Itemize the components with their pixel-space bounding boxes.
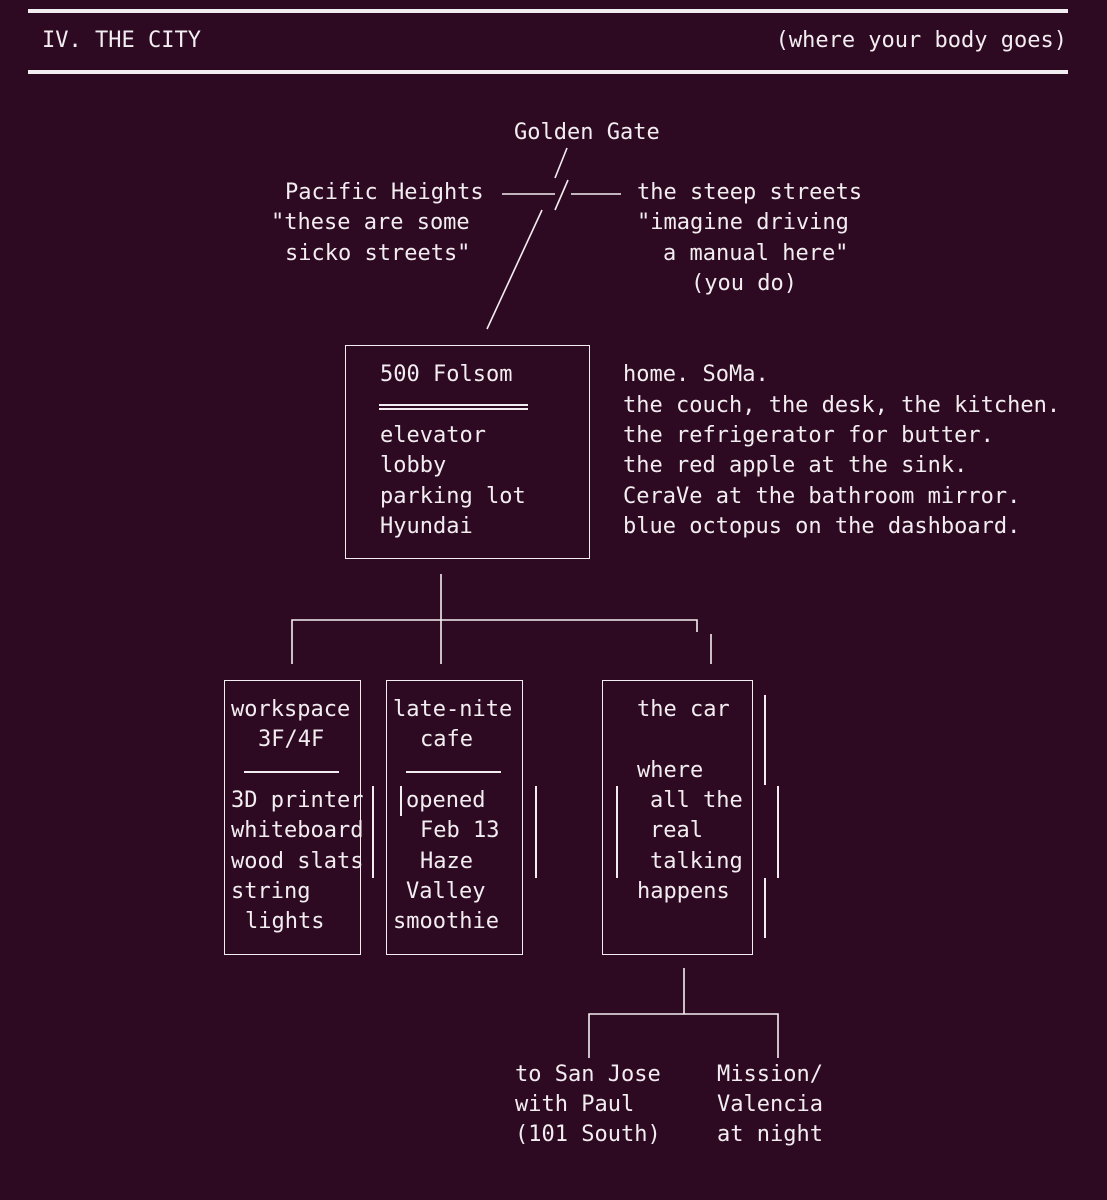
workspace-item: lights bbox=[245, 909, 325, 934]
pacific-heights-quote-1: "these are some bbox=[271, 210, 470, 235]
home-title: 500 Folsom bbox=[380, 362, 513, 387]
workspace-title: workspace bbox=[231, 697, 351, 722]
workspace-item: string bbox=[231, 879, 311, 904]
cafe-divider bbox=[406, 771, 501, 773]
home-divider-2 bbox=[379, 408, 528, 410]
san-jose-line: to San Jose bbox=[515, 1062, 661, 1087]
section-title: IV. THE CITY bbox=[42, 28, 201, 53]
crossing-slash bbox=[554, 179, 569, 211]
san-jose-line: with Paul bbox=[515, 1092, 635, 1117]
car-border-jog-lower bbox=[764, 878, 766, 938]
home-item: lobby bbox=[380, 453, 447, 478]
cafe-title: late-nite bbox=[393, 697, 513, 722]
home-note: the refrigerator for butter. bbox=[623, 423, 994, 448]
steep-streets-label: the steep streets bbox=[637, 180, 863, 205]
header-top-rule bbox=[28, 9, 1068, 13]
golden-gate-label: Golden Gate bbox=[514, 120, 660, 145]
car-border-jog-upper bbox=[764, 695, 766, 785]
car-box bbox=[602, 680, 753, 955]
car-line: happens bbox=[637, 879, 730, 904]
cafe-item: opened bbox=[406, 788, 486, 813]
workspace-item: whiteboard bbox=[231, 818, 364, 843]
header-bottom-rule bbox=[28, 70, 1068, 74]
home-note: CeraVe at the bathroom mirror. bbox=[623, 484, 1021, 509]
steep-streets-quote-3: (you do) bbox=[691, 271, 797, 296]
home-note: home. SoMa. bbox=[623, 362, 769, 387]
cafe-item: Valley bbox=[406, 879, 486, 904]
cafe-border-jog bbox=[535, 786, 537, 878]
home-note: the red apple at the sink. bbox=[623, 453, 968, 478]
car-branch-bar bbox=[588, 1013, 779, 1058]
cafe-item: Haze bbox=[420, 849, 473, 874]
car-border-jog-middle bbox=[777, 786, 779, 878]
mission-line: at night bbox=[717, 1122, 823, 1147]
home-divider-1 bbox=[379, 404, 528, 406]
home-item: parking lot bbox=[380, 484, 526, 509]
home-box bbox=[345, 345, 590, 559]
workspace-border-jog bbox=[372, 786, 374, 878]
workspace-box bbox=[224, 680, 361, 955]
steep-streets-quote-2: a manual here" bbox=[663, 241, 849, 266]
san-jose-line: (101 South) bbox=[515, 1122, 661, 1147]
home-item: elevator bbox=[380, 423, 486, 448]
car-line: all the bbox=[650, 788, 743, 813]
golden-gate-slash bbox=[554, 147, 568, 179]
cafe-item: smoothie bbox=[393, 909, 499, 934]
cafe-inner-tick bbox=[400, 786, 402, 816]
branch-bar bbox=[291, 619, 698, 664]
pacific-heights-quote-2: sicko streets" bbox=[285, 241, 471, 266]
car-line: talking bbox=[650, 849, 743, 874]
pacific-heights-label: Pacific Heights bbox=[285, 180, 484, 205]
car-title: the car bbox=[637, 697, 730, 722]
car-line: real bbox=[650, 818, 703, 843]
home-note: blue octopus on the dashboard. bbox=[623, 514, 1021, 539]
steep-streets-quote-1: "imagine driving bbox=[637, 210, 849, 235]
cafe-box bbox=[386, 680, 523, 955]
workspace-item: wood slats bbox=[231, 849, 364, 874]
home-item: Hyundai bbox=[380, 514, 473, 539]
diagonal-to-home bbox=[486, 209, 543, 330]
section-subtitle: (where your body goes) bbox=[775, 28, 1067, 53]
car-inner-jog bbox=[616, 786, 618, 878]
mission-line: Mission/ bbox=[717, 1062, 823, 1087]
workspace-divider bbox=[244, 771, 339, 773]
workspace-floor: 3F/4F bbox=[258, 727, 325, 752]
car-line: where bbox=[637, 758, 704, 783]
mission-line: Valencia bbox=[717, 1092, 823, 1117]
cafe-item: Feb 13 bbox=[420, 818, 500, 843]
cafe-title-2: cafe bbox=[420, 727, 473, 752]
home-note: the couch, the desk, the kitchen. bbox=[623, 393, 1061, 418]
workspace-item: 3D printer bbox=[231, 788, 364, 813]
